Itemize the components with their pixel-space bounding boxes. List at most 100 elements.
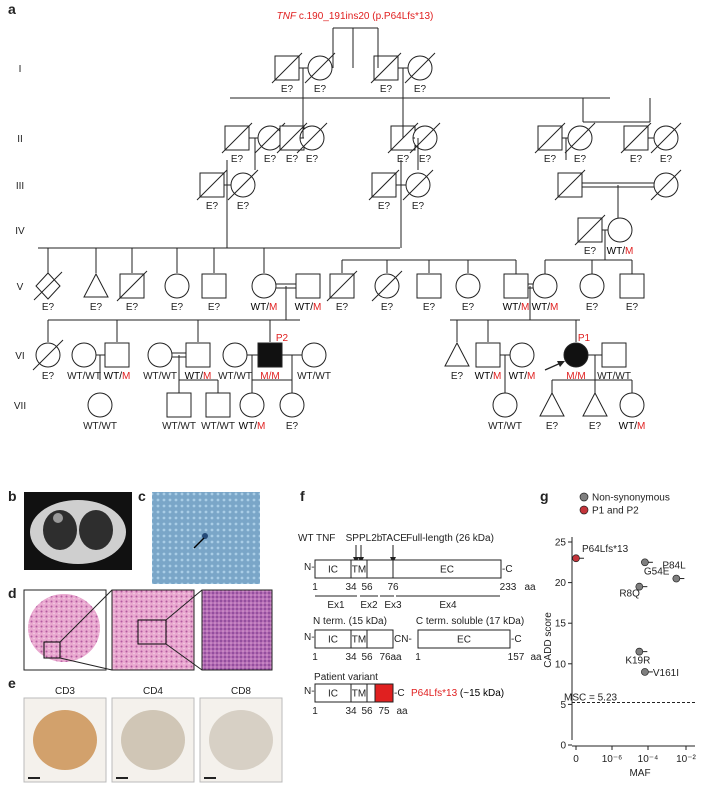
female-symbol bbox=[71, 342, 97, 368]
deceased-slash bbox=[650, 169, 682, 201]
pos-34d: 34 bbox=[345, 706, 357, 717]
panel-letter-a: a bbox=[8, 1, 16, 17]
point-label: K19R bbox=[625, 656, 650, 667]
panel-letter-g: g bbox=[540, 488, 549, 504]
deceased-slash bbox=[227, 169, 259, 201]
genotype-label: WT/WT bbox=[67, 371, 101, 382]
pregnancy-triangle bbox=[582, 391, 608, 417]
genotype-label: WT/M bbox=[295, 302, 322, 313]
deceased-slash bbox=[402, 169, 434, 201]
deceased-slash bbox=[116, 270, 148, 302]
genotype-label: E? bbox=[586, 302, 599, 313]
female-symbol bbox=[239, 392, 265, 418]
deceased-slash bbox=[650, 122, 682, 154]
genotype-label: E? bbox=[336, 302, 349, 313]
exon-label: Ex4 bbox=[439, 600, 457, 611]
c-terminus-label-3: -C bbox=[394, 688, 405, 699]
ct-lung-right bbox=[79, 510, 113, 550]
female-symbol bbox=[532, 273, 558, 299]
wt-tnf-label: WT TNF bbox=[298, 533, 335, 544]
tm-domain-3-label: TM bbox=[352, 689, 366, 700]
genotype-label: E? bbox=[231, 154, 244, 165]
deceased-slash bbox=[368, 169, 400, 201]
male-symbol bbox=[185, 342, 211, 368]
genotype-label: E? bbox=[286, 154, 299, 165]
female-symbol bbox=[563, 342, 589, 368]
aa-label-c: aa bbox=[530, 652, 542, 663]
histology-midmag bbox=[111, 589, 195, 671]
genotype-label: E? bbox=[306, 154, 319, 165]
genotype-label: E? bbox=[544, 154, 557, 165]
n-term-product-label: N term. (15 kDa) bbox=[313, 616, 387, 627]
female-symbol bbox=[509, 342, 535, 368]
deceased-slash bbox=[196, 169, 228, 201]
y-axis-label: CADD score bbox=[543, 612, 554, 668]
deceased-slash bbox=[564, 122, 596, 154]
scatter-point bbox=[635, 582, 644, 591]
deceased-slash bbox=[32, 339, 64, 371]
genotype-label: WT/WT bbox=[597, 371, 631, 382]
ec-domain-label: EC bbox=[440, 565, 454, 576]
ihc-label-cd8: CD8 bbox=[231, 686, 251, 697]
genotype-label: WT/M bbox=[532, 302, 559, 313]
male-symbol bbox=[104, 342, 130, 368]
linker-domain bbox=[366, 559, 394, 579]
genotype-label: M/M bbox=[566, 371, 585, 382]
patient-variant-label: Patient variant bbox=[314, 672, 378, 683]
aa-label-d: aa bbox=[396, 706, 408, 717]
female-symbol bbox=[87, 392, 113, 418]
y-tick-label: 15 bbox=[555, 619, 567, 630]
panel-letter-d: d bbox=[8, 585, 17, 601]
genotype-label: WT/M bbox=[503, 302, 530, 313]
zoom-line bbox=[59, 589, 113, 643]
female-symbol bbox=[279, 392, 305, 418]
female-symbol bbox=[301, 342, 327, 368]
genotype-label: WT/WT bbox=[488, 421, 522, 432]
n-terminus-label-3: N- bbox=[304, 686, 315, 697]
genotype-label: WT/M bbox=[104, 371, 131, 382]
genotype-label: E? bbox=[171, 302, 184, 313]
male-symbol bbox=[619, 273, 645, 299]
genotype-label: WT/M bbox=[607, 246, 634, 257]
scatter-point bbox=[672, 574, 681, 583]
deceased-slash bbox=[409, 122, 441, 154]
ct-lung-left bbox=[43, 510, 77, 550]
deceased-slash bbox=[554, 169, 586, 201]
panel-letter-e: e bbox=[8, 675, 16, 691]
pos-1d: 1 bbox=[312, 706, 318, 717]
proband-label-p1: P1 bbox=[578, 333, 591, 344]
ic-domain-label: IC bbox=[328, 565, 338, 576]
ec-domain-2-label: EC bbox=[457, 635, 471, 646]
deceased-slash bbox=[33, 271, 63, 301]
genotype-label: WT/WT bbox=[218, 371, 252, 382]
genotype-label: E? bbox=[423, 302, 436, 313]
y-tick-label: 25 bbox=[555, 538, 567, 549]
ec-domain-2 bbox=[417, 629, 511, 649]
legend-label: P1 and P2 bbox=[592, 506, 639, 517]
pos-75: 75 bbox=[378, 706, 390, 717]
female-symbol bbox=[607, 217, 633, 243]
exon-label: Ex1 bbox=[327, 600, 345, 611]
deceased-slash bbox=[221, 122, 253, 154]
genotype-label: E? bbox=[412, 201, 425, 212]
histology-highmag bbox=[201, 589, 273, 671]
genotype-label: E? bbox=[286, 421, 299, 432]
ihc-tissue-cd8 bbox=[209, 710, 273, 770]
deceased-slash bbox=[296, 122, 328, 154]
panel-letter-f: f bbox=[300, 488, 305, 504]
x-tick-label: 0 bbox=[573, 754, 579, 765]
x-axis-label: MAF bbox=[629, 768, 650, 779]
male-symbol bbox=[475, 342, 501, 368]
genotype-label: E? bbox=[630, 154, 643, 165]
linker-domain-2 bbox=[366, 629, 394, 649]
variant-label: P64Lfs*13 (~15 kDa) bbox=[411, 688, 504, 699]
pos-56: 56 bbox=[361, 582, 373, 593]
pos-1: 1 bbox=[312, 582, 318, 593]
tm-domain-label: TM bbox=[352, 565, 366, 576]
genotype-label: E? bbox=[281, 84, 294, 95]
female-symbol bbox=[251, 273, 277, 299]
genotype-label: E? bbox=[264, 154, 277, 165]
zoom-line bbox=[59, 657, 113, 671]
ihc-label-cd3: CD3 bbox=[55, 686, 75, 697]
